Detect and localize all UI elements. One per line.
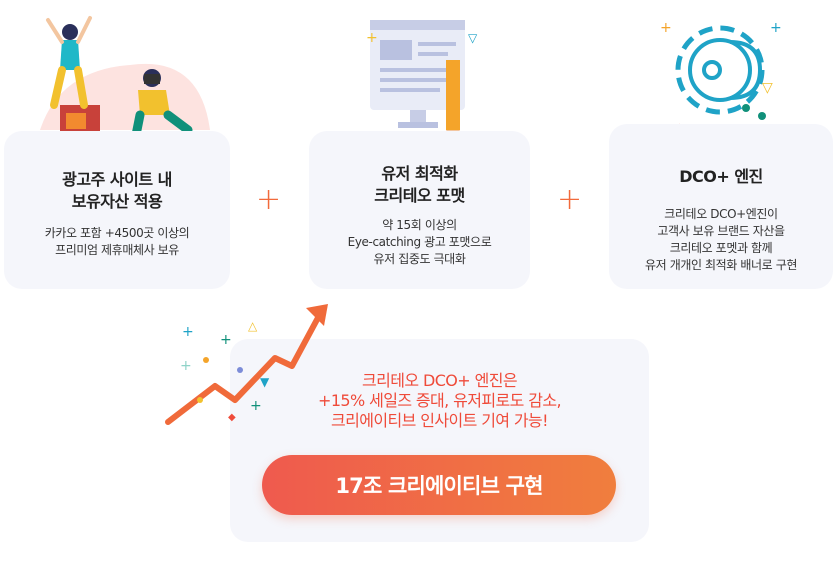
svg-text:+: + bbox=[250, 398, 262, 414]
card-desc: 크리테오 DCO+엔진이 bbox=[664, 207, 778, 221]
card-desc: 약 15회 이상의 bbox=[382, 218, 457, 232]
svg-text:◆: ◆ bbox=[228, 412, 236, 423]
card-title: DCO+ 엔진 bbox=[679, 167, 763, 186]
card-dco-engine: DCO+ 엔진 크리테오 DCO+엔진이 고객사 보유 브랜드 자산을 크리테오… bbox=[609, 124, 833, 289]
card-desc: 유저 개개인 최적화 배너로 구현 bbox=[645, 258, 797, 272]
card-ad-assets: 광고주 사이트 내 보유자산 적용 카카오 포함 +4500곳 이상의 프리미엄… bbox=[4, 131, 230, 289]
plus-icon: + bbox=[256, 182, 282, 217]
card-desc: 고객사 보유 브랜드 자산을 bbox=[657, 224, 785, 238]
card-desc: 크리테오 포멧과 함께 bbox=[669, 241, 773, 255]
result-line: 크리테오 DCO+ 엔진은 bbox=[362, 371, 518, 390]
svg-text:+: + bbox=[180, 358, 192, 374]
result-line: +15% 세일즈 증대, 유저피로도 감소, bbox=[318, 391, 562, 410]
svg-text:△: △ bbox=[248, 319, 258, 333]
svg-text:+: + bbox=[770, 20, 782, 36]
svg-text:+: + bbox=[366, 30, 378, 46]
card-desc: Eye-catching 광고 포맷으로 bbox=[347, 235, 492, 249]
card-title: 광고주 사이트 내 bbox=[62, 170, 172, 189]
growth-arrow-icon: + + △ + + ◆ ▼ bbox=[165, 304, 328, 425]
card-title: 유저 최적화 bbox=[381, 164, 458, 183]
gear-brain-icon: ▽ + + ▲ bbox=[660, 20, 782, 133]
svg-text:+: + bbox=[660, 20, 672, 36]
card-user-format: 유저 최적화 크리테오 포맷 약 15회 이상의 Eye-catching 광고… bbox=[309, 131, 530, 289]
people-illustration bbox=[40, 16, 210, 140]
card-desc: 유저 집중도 극대화 bbox=[373, 252, 466, 266]
svg-text:+: + bbox=[220, 332, 232, 348]
result-message: 크리테오 DCO+ 엔진은 +15% 세일즈 증대, 유저피로도 감소, 크리에… bbox=[230, 371, 649, 431]
svg-text:▽: ▽ bbox=[468, 31, 478, 45]
card-title: 보유자산 적용 bbox=[71, 192, 163, 211]
monitor-illustration: + ▽ bbox=[366, 20, 478, 140]
svg-text:▽: ▽ bbox=[762, 80, 773, 96]
card-title: 크리테오 포맷 bbox=[374, 186, 465, 205]
card-desc: 프리미엄 제휴매체사 보유 bbox=[55, 243, 179, 257]
svg-text:▼: ▼ bbox=[260, 375, 270, 389]
plus-icon: + bbox=[557, 182, 583, 217]
cta-button[interactable]: 17조 크리에이티브 구현 bbox=[262, 455, 616, 515]
result-line: 크리에이티브 인사이트 기여 가능! bbox=[331, 411, 549, 430]
card-desc: 카카오 포함 +4500곳 이상의 bbox=[44, 226, 190, 240]
svg-text:+: + bbox=[182, 324, 194, 340]
